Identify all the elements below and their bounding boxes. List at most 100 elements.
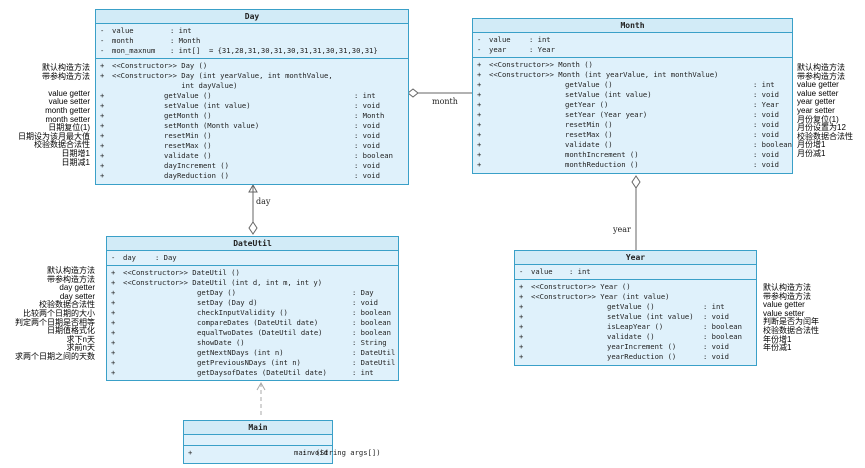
month-attribute[interactable]: -year: Year: [473, 45, 792, 55]
operation-return-type: : boolean: [753, 140, 792, 149]
attribute-type: : int[] = {31,28,31,30,31,30,31,31,30,31…: [170, 46, 378, 55]
day-operation[interactable]: +getMonth (): Month: [96, 111, 408, 121]
operation-name: checkInputValidity (): [197, 308, 288, 317]
month-operation[interactable]: +setYear (Year year): void: [473, 110, 792, 120]
month-operation[interactable]: +getValue (): int: [473, 80, 792, 90]
month-operation[interactable]: +setValue (int value): void: [473, 90, 792, 100]
year-operation[interactable]: +isLeapYear (): boolean: [515, 322, 756, 332]
operation-return-type: : void: [753, 120, 779, 129]
day-operation[interactable]: +dayReduction (): void: [96, 171, 408, 181]
attribute-name: mon_maxnum: [112, 46, 156, 55]
day-operation[interactable]: +resetMin (): void: [96, 131, 408, 141]
operation-name: <<Constructor>> Month (int yearValue, in…: [489, 70, 719, 79]
month-attribute[interactable]: -value: int: [473, 35, 792, 45]
operations-compartment: +<<Constructor>> DateUtil ()+<<Construct…: [107, 266, 398, 380]
dateutil-operation[interactable]: +showDate (): String: [107, 338, 398, 348]
dateutil-operation[interactable]: +setDay (Day d): void: [107, 298, 398, 308]
operation-return-type: : boolean: [352, 308, 391, 317]
day-operation[interactable]: +dayIncrement (): void: [96, 161, 408, 171]
class-year[interactable]: Year-value: int+<<Constructor>> Year ()+…: [514, 250, 757, 366]
operation-name: resetMin (): [164, 131, 212, 140]
year-attribute[interactable]: -value: int: [515, 267, 756, 277]
dateutil-operation[interactable]: +<<Constructor>> DateUtil (): [107, 268, 398, 278]
class-month[interactable]: Month-value: int-year: Year+<<Constructo…: [472, 18, 793, 174]
month-operation[interactable]: +<<Constructor>> Month (int yearValue, i…: [473, 70, 792, 80]
year-operation[interactable]: +<<Constructor>> Year (): [515, 282, 756, 292]
day-attribute[interactable]: -mon_maxnum: int[] = {31,28,31,30,31,30,…: [96, 46, 408, 56]
year-operation[interactable]: +getValue (): int: [515, 302, 756, 312]
operation-name: compareDates (DateUtil date): [197, 318, 319, 327]
operation-name: yearIncrement (): [607, 342, 677, 351]
dateutil-operation[interactable]: +getDaysofDates (DateUtil date): int: [107, 368, 398, 378]
attributes-compartment: [184, 435, 332, 446]
attribute-name: month: [112, 36, 134, 45]
dateutil-operation[interactable]: +compareDates (DateUtil date): boolean: [107, 318, 398, 328]
note-day: 默认构造方法 带参构造方法 value getter value setter …: [18, 63, 90, 167]
visibility-marker: -: [477, 45, 482, 54]
year-operation[interactable]: +yearReduction (): void: [515, 352, 756, 362]
year-operation[interactable]: +validate (): boolean: [515, 332, 756, 342]
operation-return-type: : int: [354, 91, 376, 100]
class-dateutil[interactable]: DateUtil-day: Day+<<Constructor>> DateUt…: [106, 236, 399, 381]
operation-return-type: : boolean: [703, 322, 742, 331]
operation-name: getValue (): [164, 91, 212, 100]
day-operation[interactable]: +setMonth (Month value): void: [96, 121, 408, 131]
day-attribute[interactable]: -value: int: [96, 26, 408, 36]
attribute-name: value: [489, 35, 511, 44]
month-year-diamond: [631, 175, 641, 189]
day-operation[interactable]: int dayValue): [96, 81, 408, 91]
month-operation[interactable]: +validate (): boolean: [473, 140, 792, 150]
operation-name: validate (): [164, 151, 212, 160]
operation-name: setMonth (Month value): [164, 121, 260, 130]
month-operation[interactable]: +resetMax (): void: [473, 130, 792, 140]
dateutil-operation[interactable]: +getPreviousNDays (int n): DateUtil: [107, 358, 398, 368]
visibility-marker: +: [477, 60, 482, 69]
month-operation[interactable]: +monthReduction (): void: [473, 160, 792, 170]
year-operation[interactable]: +yearIncrement (): void: [515, 342, 756, 352]
operation-return-type: : void: [753, 150, 779, 159]
operation-return-type: : DateUtil: [352, 348, 396, 357]
month-operation[interactable]: +resetMin (): void: [473, 120, 792, 130]
month-operation[interactable]: +getYear (): Year: [473, 100, 792, 110]
dateutil-operation[interactable]: +getDay (): Day: [107, 288, 398, 298]
relation-label-year: year: [613, 225, 631, 234]
main-dateutil-arrow: [256, 381, 266, 391]
visibility-marker: +: [111, 318, 116, 327]
visibility-marker: +: [519, 342, 524, 351]
dateutil-attribute[interactable]: -day: Day: [107, 253, 398, 263]
visibility-marker: -: [111, 253, 116, 262]
dateutil-operation[interactable]: +<<Constructor>> DateUtil (int d, int m,…: [107, 278, 398, 288]
visibility-marker: +: [477, 110, 482, 119]
dateutil-operation[interactable]: +checkInputValidity (): boolean: [107, 308, 398, 318]
day-attribute[interactable]: -month: Month: [96, 36, 408, 46]
month-operation[interactable]: +monthIncrement (): void: [473, 150, 792, 160]
operation-name: setYear (Year year): [565, 110, 648, 119]
operations-compartment: +<<Constructor>> Year ()+<<Constructor>>…: [515, 280, 756, 364]
month-operation[interactable]: +<<Constructor>> Month (): [473, 60, 792, 70]
operation-name: monthReduction (): [565, 160, 639, 169]
visibility-marker: +: [100, 141, 105, 150]
year-operation[interactable]: +setValue (int value): void: [515, 312, 756, 322]
day-operation[interactable]: +setValue (int value): void: [96, 101, 408, 111]
visibility-marker: +: [519, 302, 524, 311]
day-operation[interactable]: +resetMax (): void: [96, 141, 408, 151]
operation-name: yearReduction (): [607, 352, 677, 361]
class-main[interactable]: Main+main (String args[]): void: [183, 420, 381, 464]
main-operation[interactable]: +main (String args[]): void: [184, 448, 381, 458]
operation-name: <<Constructor>> Year (int value): [531, 292, 670, 301]
visibility-marker: +: [477, 80, 482, 89]
class-day[interactable]: Day -value: int-month: Month-mon_maxnum: …: [95, 9, 409, 185]
day-operation[interactable]: +getValue (): int: [96, 91, 408, 101]
class-name: Day: [96, 10, 408, 24]
attribute-type: : Day: [155, 253, 177, 262]
day-operation[interactable]: +validate (): boolean: [96, 151, 408, 161]
day-operation[interactable]: +<<Constructor>> Day (int yearValue, int…: [96, 71, 408, 81]
dateutil-operation[interactable]: +equalTwoDates (DateUtil date): boolean: [107, 328, 398, 338]
operation-return-type: : DateUtil: [352, 358, 396, 367]
dateutil-operation[interactable]: +getNextNDays (int n): DateUtil: [107, 348, 398, 358]
operation-name: setDay (Day d): [197, 298, 258, 307]
day-operation[interactable]: +<<Constructor>> Day (): [96, 61, 408, 71]
operation-name: int dayValue): [112, 81, 238, 90]
year-operation[interactable]: +<<Constructor>> Year (int value): [515, 292, 756, 302]
operation-name: resetMax (): [565, 130, 613, 139]
